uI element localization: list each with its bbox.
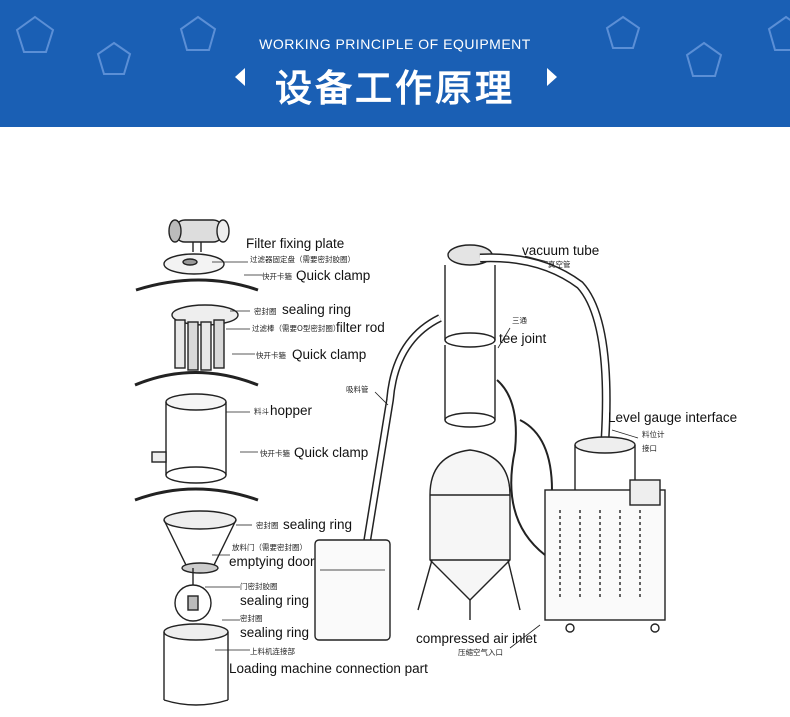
cn-label-level-gauge-1: 料位计 xyxy=(642,430,665,439)
label-quick-clamp-1: Quick clamp xyxy=(296,268,371,283)
label-sealing-ring-1: sealing ring xyxy=(282,302,352,317)
cn-label-tee-joint: 三通 xyxy=(512,316,527,325)
label-filter-fixing-plate: Filter fixing plate xyxy=(246,236,345,251)
leader-lines xyxy=(205,255,639,651)
filter-fixing-plate-drawing xyxy=(163,253,225,275)
label-level-gauge: Level gauge interface xyxy=(608,410,738,425)
chevron-right-icon xyxy=(547,68,557,86)
cn-label-sealing-ring-3: 门密封胶圈 xyxy=(240,582,278,591)
filter-rod-drawing xyxy=(171,304,239,371)
label-vacuum-tube: vacuum tube xyxy=(522,243,600,258)
level-gauge-drawing xyxy=(574,436,636,490)
suction-pipe-drawing xyxy=(314,314,442,641)
pentagon-decoration-icon xyxy=(15,15,55,53)
equipment-drawing xyxy=(134,219,666,706)
label-hopper: hopper xyxy=(270,403,313,418)
header-banner: WORKING PRINCIPLE OF EQUIPMENT 设备工作原理 xyxy=(0,0,790,127)
pentagon-decoration-icon xyxy=(767,15,790,51)
cn-label-compressed-air: 压缩空气入口 xyxy=(458,648,503,657)
cn-label-level-gauge-2: 接口 xyxy=(642,444,657,453)
pentagon-decoration-icon xyxy=(605,15,641,49)
label-sealing-ring-3: sealing ring xyxy=(240,593,310,608)
banner-subtitle: WORKING PRINCIPLE OF EQUIPMENT xyxy=(259,36,531,52)
banner-title: 设备工作原理 xyxy=(275,67,515,110)
cn-label-quick-clamp-3: 快开卡箍 xyxy=(260,449,290,458)
label-tee-joint: tee joint xyxy=(499,331,547,346)
label-sealing-ring-2: sealing ring xyxy=(283,517,353,532)
equipment-diagram: Filter fixing plate Quick clamp sealing … xyxy=(0,127,790,717)
vacuum-unit-drawing xyxy=(544,479,666,633)
hopper-drawing xyxy=(151,393,227,484)
cn-label-sealing-ring-2: 密封圈 xyxy=(256,521,279,530)
cn-label-filter-rod: 过滤棒（需要O型密封圈） xyxy=(252,324,341,333)
cn-label-quick-clamp-2: 快开卡箍 xyxy=(256,351,286,360)
pentagon-decoration-icon xyxy=(179,15,217,51)
cn-label-sealing-ring-1: 密封圈 xyxy=(254,307,277,316)
pentagon-decoration-icon xyxy=(685,41,723,77)
cn-label-hopper: 料斗 xyxy=(254,407,269,416)
separator-column-drawing xyxy=(444,244,496,428)
filter-head-drawing xyxy=(168,219,230,252)
label-quick-clamp-3: Quick clamp xyxy=(294,445,369,460)
label-compressed-air: compressed air inlet xyxy=(416,631,537,646)
cn-label-filter-fixing-plate: 过滤器固定盘（需要密封胶圈） xyxy=(250,255,355,264)
label-emptying-door: emptying door xyxy=(229,554,315,569)
cn-label-sealing-ring-4: 密封圈 xyxy=(240,614,263,623)
cn-label-quick-clamp-1: 快开卡箍 xyxy=(262,272,292,281)
label-loading-connection: Loading machine connection part xyxy=(229,661,428,676)
cn-label-suction-pipe: 吸料管 xyxy=(346,385,369,394)
pentagon-decoration-icon xyxy=(96,41,132,75)
cn-label-vacuum-tube: 真空管 xyxy=(548,260,571,269)
cn-label-loading-connection: 上料机连接部 xyxy=(250,647,295,656)
label-sealing-ring-4: sealing ring xyxy=(240,625,310,640)
cn-label-emptying-door: 放料门（需要密封圈） xyxy=(232,543,307,552)
storage-tank-drawing xyxy=(417,449,521,620)
loading-connection-drawing xyxy=(163,623,229,706)
label-filter-rod: filter rod xyxy=(336,320,385,335)
emptying-door-drawing xyxy=(163,510,237,622)
label-quick-clamp-2: Quick clamp xyxy=(292,347,367,362)
chevron-left-icon xyxy=(235,68,245,86)
